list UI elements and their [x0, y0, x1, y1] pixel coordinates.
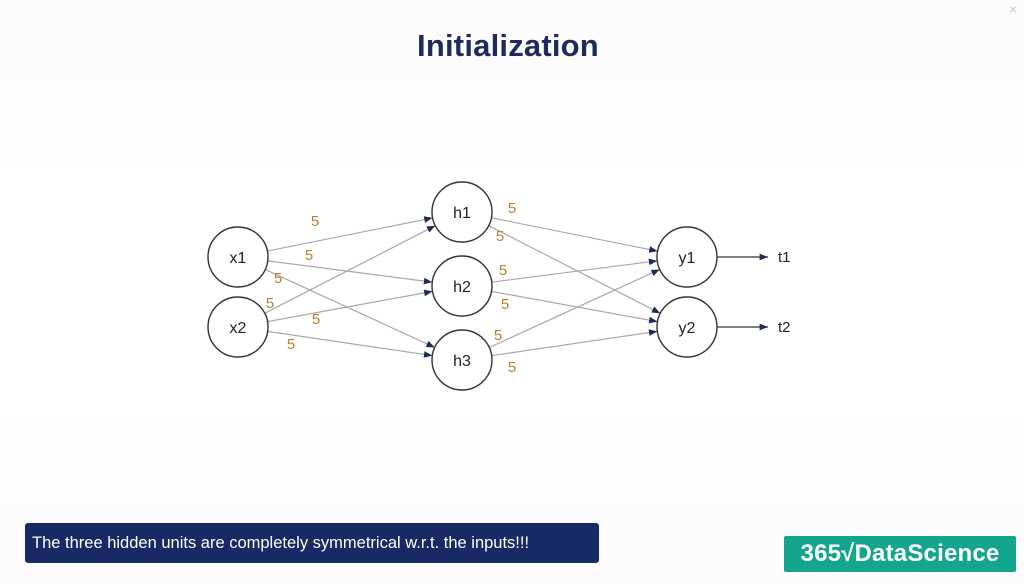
- edge-x2-h3: [267, 330, 433, 358]
- weight-label: 5: [312, 311, 320, 328]
- node-y1: y1: [656, 226, 718, 288]
- caption-banner: The three hidden units are completely sy…: [25, 523, 599, 563]
- weight-label: 5: [287, 336, 295, 353]
- edge-x2-h2: [267, 289, 433, 323]
- node-label: h1: [453, 205, 471, 222]
- node-h2: h2: [431, 255, 493, 317]
- edge-h1-y1: [491, 217, 658, 253]
- edge-x1-h2: [267, 260, 433, 285]
- edge-h2-y2: [491, 290, 658, 324]
- weight-label: 5: [494, 327, 502, 344]
- target-label-t1: t1: [778, 249, 791, 266]
- target-group: t1 t2: [717, 249, 791, 336]
- weight-label: 5: [508, 359, 516, 376]
- node-x2: x2: [207, 296, 269, 358]
- weight-label: 5: [311, 213, 319, 230]
- weight-label: 5: [499, 262, 507, 279]
- edge-group: [264, 216, 661, 358]
- weight-label: 5: [274, 270, 282, 287]
- weight-label: 5: [266, 295, 274, 312]
- close-icon[interactable]: ×: [1008, 1, 1018, 17]
- node-label: h3: [453, 353, 471, 370]
- node-circle: [431, 329, 493, 391]
- weight-label: 5: [508, 200, 516, 217]
- edge-h1-y2: [488, 225, 661, 314]
- node-circle: [207, 226, 269, 288]
- edge-h3-y1: [489, 268, 660, 349]
- node-label: x2: [230, 320, 247, 337]
- node-y2: y2: [656, 296, 718, 358]
- weight-label: 5: [501, 296, 509, 313]
- node-h1: h1: [431, 181, 493, 243]
- slide-title: Initialization: [417, 28, 599, 63]
- brand-logo: 365√DataScience: [784, 536, 1016, 572]
- weight-label: 5: [305, 247, 313, 264]
- target-label-t2: t2: [778, 319, 791, 336]
- node-label: x1: [230, 250, 247, 267]
- weight-label: 5: [496, 228, 504, 245]
- node-label: y1: [679, 250, 696, 267]
- edge-h2-y1: [491, 258, 658, 283]
- edge-h3-y2: [491, 329, 658, 357]
- node-h3: h3: [431, 329, 493, 391]
- node-label: y2: [679, 320, 696, 337]
- node-circle: [431, 255, 493, 317]
- node-circle: [431, 181, 493, 243]
- node-group: x1 x2 h1 h2 h3 y1 y2: [207, 181, 718, 391]
- edge-x2-h1: [264, 225, 436, 314]
- node-x1: x1: [207, 226, 269, 288]
- node-circle: [207, 296, 269, 358]
- node-label: h2: [453, 279, 471, 296]
- edge-x1-h3: [265, 268, 435, 349]
- edge-x1-h1: [267, 216, 433, 252]
